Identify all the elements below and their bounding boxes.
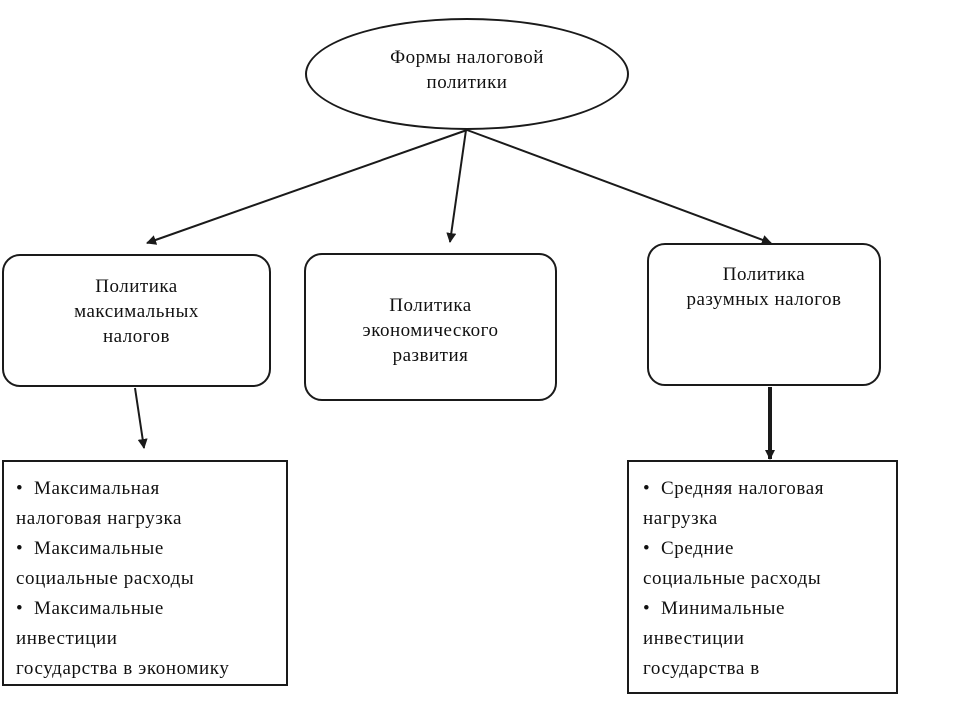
branch-label-line: налогов xyxy=(102,326,171,347)
list-item-line: Средние xyxy=(661,538,734,559)
list-item-line: Максимальная xyxy=(34,478,160,499)
list-item-line: Максимальные xyxy=(34,598,164,619)
arrow-to-max-taxes xyxy=(146,129,468,245)
root-title-line2: политики xyxy=(426,72,508,93)
bullet-icon: • xyxy=(643,538,651,559)
bullet-icon: • xyxy=(16,598,24,619)
list-item-line: социальные расходы xyxy=(16,568,195,589)
arrow-to-economic-development xyxy=(446,129,467,243)
branch-economic-development: Политика экономического развития xyxy=(304,253,557,401)
list-item-line: налоговая нагрузка xyxy=(16,508,183,529)
branch-max-taxes: Политика максимальных налогов xyxy=(2,254,271,387)
branch-label-line: Политика xyxy=(389,294,472,316)
list-item-line: инвестиции xyxy=(643,628,745,649)
list-item-line: Средняя налоговая xyxy=(661,478,825,499)
list-item-line: Максимальные xyxy=(34,538,164,559)
branch-label-line: разумных налогов xyxy=(686,289,842,310)
list-item: • Средние xyxy=(643,534,896,564)
root-title-line1: Формы налоговой xyxy=(390,47,544,68)
list-item-line: государства в xyxy=(643,658,760,679)
arrow-to-reasonable-taxes xyxy=(466,129,772,245)
bullet-icon: • xyxy=(643,598,651,619)
branch-label-line: Политика xyxy=(95,276,178,297)
branch-label-line: Политика xyxy=(722,264,806,285)
list-item-line: государства в экономику xyxy=(16,658,230,679)
list-item: • Максимальная xyxy=(16,474,286,504)
arrow-to-left-list xyxy=(134,387,148,449)
branch-reasonable-taxes: Политика разумных налогов xyxy=(647,243,881,386)
list-item-line: социальные расходы xyxy=(643,568,822,589)
bullet-icon: • xyxy=(16,538,24,559)
root-ellipse: Формы налоговой политики xyxy=(305,18,629,130)
list-item-line: инвестиции xyxy=(16,628,118,649)
list-item: • Максимальные xyxy=(16,594,286,624)
branch-label-line: максимальных xyxy=(74,301,199,322)
list-item: • Средняя налоговая xyxy=(643,474,896,504)
list-item: • Максимальные xyxy=(16,534,286,564)
branch-label-line: развития xyxy=(392,344,469,366)
list-item-line: Минимальные xyxy=(661,598,786,619)
branch-label-line: экономического xyxy=(362,319,499,341)
list-item: • Минимальные xyxy=(643,594,896,624)
bullet-icon: • xyxy=(16,478,24,499)
max-taxes-features-list: • Максимальная налоговая нагрузка • Макс… xyxy=(2,460,288,686)
reasonable-taxes-features-list: • Средняя налоговая нагрузка • Средние с… xyxy=(627,460,898,694)
list-item-line: нагрузка xyxy=(643,508,718,529)
bullet-icon: • xyxy=(643,478,651,499)
